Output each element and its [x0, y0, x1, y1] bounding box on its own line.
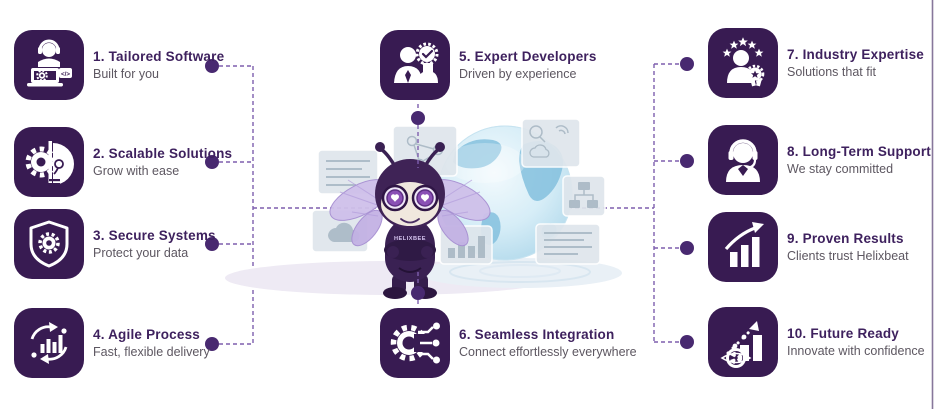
bee-chest-label: HELIXBEE: [394, 236, 426, 242]
feature-future-ready: 10. Future Ready Innovate with confidenc…: [708, 307, 925, 377]
bee-eyes: [381, 184, 439, 212]
connector-dot: [205, 237, 219, 251]
feature-subtitle: Fast, flexible delivery: [93, 345, 210, 359]
feature-subtitle: Grow with ease: [93, 164, 180, 178]
feature-proven-results: 9. Proven Results Clients trust Helixbea…: [708, 212, 909, 282]
feature-subtitle: Clients trust Helixbeat: [787, 249, 909, 263]
feature-scalable-solutions: 2. Scalable Solutions Grow with ease: [14, 127, 232, 197]
ground-shadows: [225, 258, 622, 295]
expert-developers-icon: [380, 30, 450, 100]
feature-subtitle: Connect effortlessly everywhere: [459, 345, 637, 359]
proven-results-icon: [708, 212, 778, 282]
connector-dot: [205, 155, 219, 169]
future-ready-icon: [708, 307, 778, 377]
feature-title: 5. Expert Developers: [459, 49, 597, 64]
feature-seamless-integration: 6. Seamless Integration Connect effortle…: [380, 308, 637, 378]
secure-systems-icon: [14, 209, 84, 279]
feature-title: 6. Seamless Integration: [459, 327, 615, 342]
feature-subtitle: Protect your data: [93, 246, 189, 260]
mascot-bee: HELIXBEE: [329, 142, 491, 299]
feature-subtitle: Driven by experience: [459, 67, 577, 81]
code-tag-glyph: </>: [61, 71, 70, 78]
seamless-integration-icon: [380, 308, 450, 378]
long-term-support-icon: [708, 125, 778, 195]
industry-expertise-icon: [708, 28, 778, 98]
feature-expert-developers: 5. Expert Developers Driven by experienc…: [380, 30, 597, 100]
scalable-solutions-icon: [14, 127, 84, 197]
feature-agile-process: 4. Agile Process Fast, flexible delivery: [14, 308, 210, 378]
connector-dot: [680, 241, 694, 255]
feature-title: 10. Future Ready: [787, 326, 899, 341]
feature-subtitle: Innovate with confidence: [787, 344, 925, 358]
feature-tailored-software: </> 1. Tailored Software Built for you: [14, 30, 224, 100]
agile-process-icon: [14, 308, 84, 378]
feature-title: 4. Agile Process: [93, 327, 201, 342]
bee-smile: [400, 218, 420, 224]
feature-title: 8. Long-Term Support: [787, 144, 931, 159]
security-card: [521, 118, 581, 168]
connector-dot: [680, 335, 694, 349]
connector-dot: [411, 111, 425, 125]
connector-dot: [411, 286, 425, 300]
feature-secure-systems: 3. Secure Systems Protect your data: [14, 209, 216, 279]
connector-dot: [680, 57, 694, 71]
connector-dot: [680, 154, 694, 168]
bee-head: [375, 159, 445, 229]
feature-title: 2. Scalable Solutions: [93, 146, 233, 161]
feature-subtitle: Solutions that fit: [787, 65, 876, 79]
feature-title: 9. Proven Results: [787, 231, 904, 246]
left-connector-stubs: [219, 65, 253, 345]
feature-title: 3. Secure Systems: [93, 228, 216, 243]
feature-subtitle: We stay committed: [787, 162, 894, 176]
feature-industry-expertise: 7. Industry Expertise Solutions that fit: [708, 28, 924, 98]
feature-title: 1. Tailored Software: [93, 49, 225, 64]
tailored-software-icon: </>: [14, 30, 84, 100]
feature-subtitle: Built for you: [93, 67, 160, 81]
connector-dot: [205, 337, 219, 351]
connector-dot: [205, 59, 219, 73]
feature-title: 7. Industry Expertise: [787, 47, 924, 62]
feature-long-term-support: 8. Long-Term Support We stay committed: [708, 125, 931, 195]
